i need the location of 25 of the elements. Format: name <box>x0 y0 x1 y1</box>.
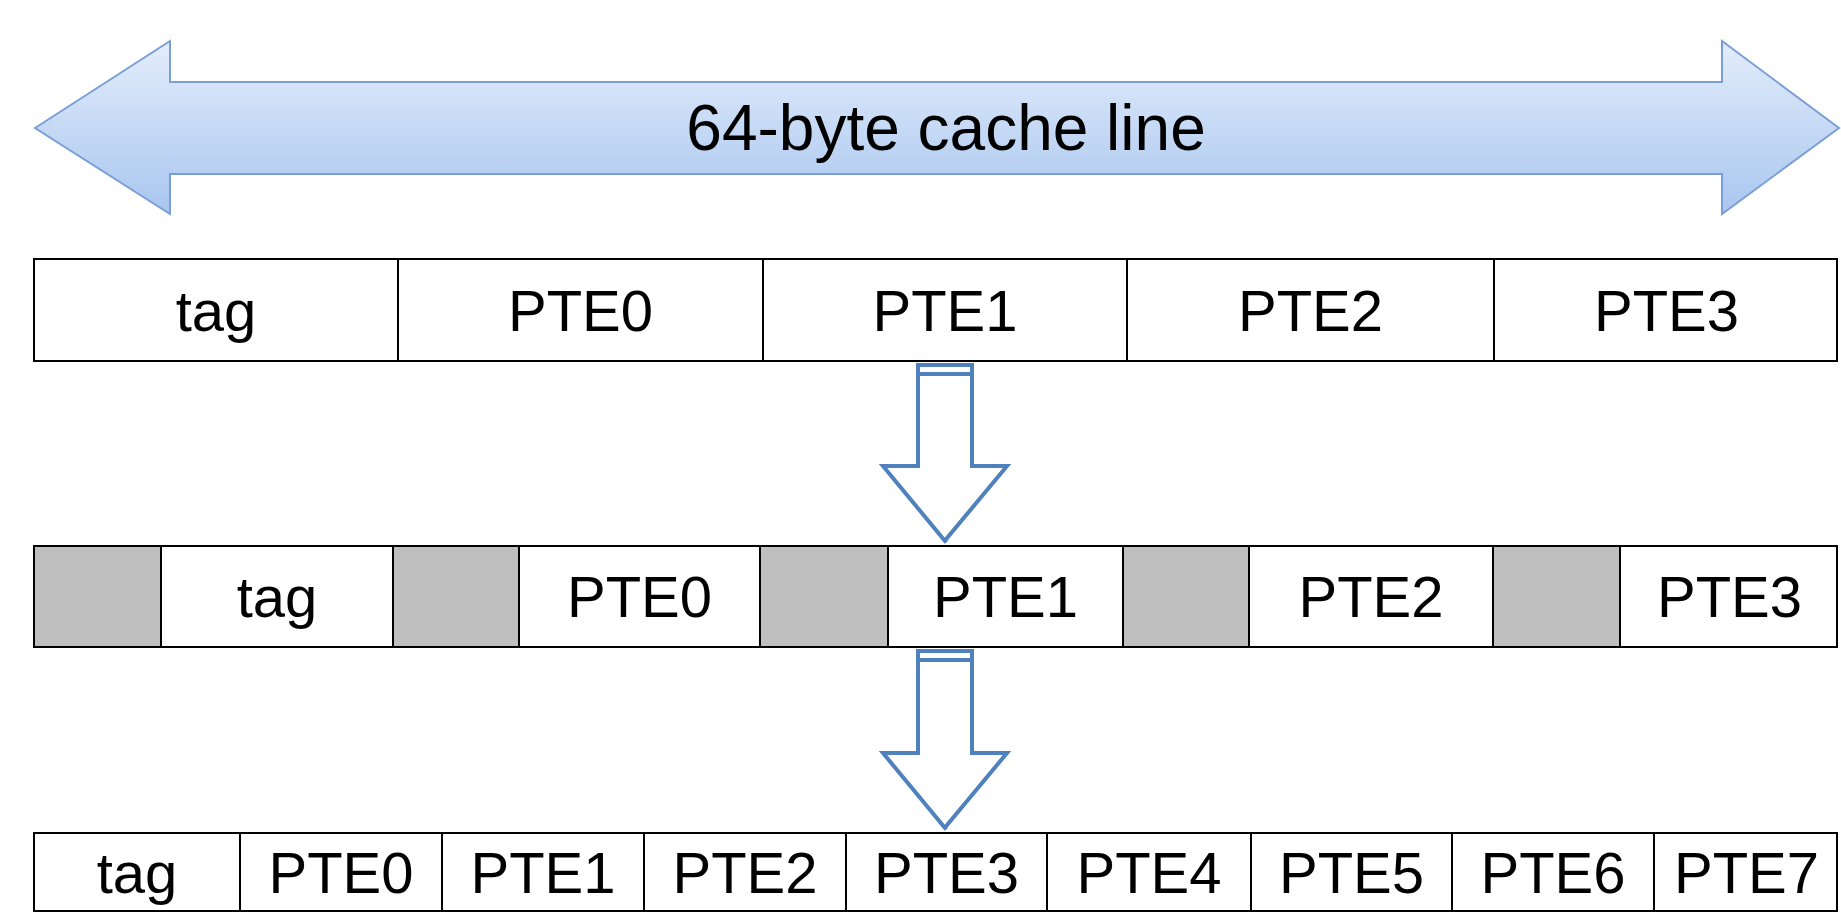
field-cell: PTE1 <box>764 260 1128 360</box>
field-cell: PTE3 <box>1621 547 1838 646</box>
table-row <box>33 258 1838 362</box>
field-cell: PTE2 <box>645 834 847 910</box>
field-cell: tag <box>35 260 399 360</box>
field-cell: tag <box>35 834 241 910</box>
field-cell: PTE6 <box>1453 834 1655 910</box>
block-arrow <box>881 649 1012 830</box>
table-row <box>33 832 1838 912</box>
field-cell: PTE4 <box>1048 834 1252 910</box>
field-cell: PTE3 <box>847 834 1048 910</box>
field-cell: PTE0 <box>399 260 764 360</box>
block-arrow <box>881 363 1012 543</box>
field-cell: PTE7 <box>1655 834 1838 910</box>
padding-cell <box>35 547 162 646</box>
padding-cell <box>394 547 520 646</box>
field-cell: PTE1 <box>443 834 645 910</box>
field-cell: PTE0 <box>241 834 443 910</box>
padding-cell <box>1124 547 1250 646</box>
padding-cell <box>1494 547 1621 646</box>
table-row <box>33 545 1838 648</box>
field-cell: PTE5 <box>1252 834 1453 910</box>
field-cell: PTE3 <box>1495 260 1838 360</box>
padding-cell <box>761 547 889 646</box>
field-cell: PTE2 <box>1128 260 1495 360</box>
